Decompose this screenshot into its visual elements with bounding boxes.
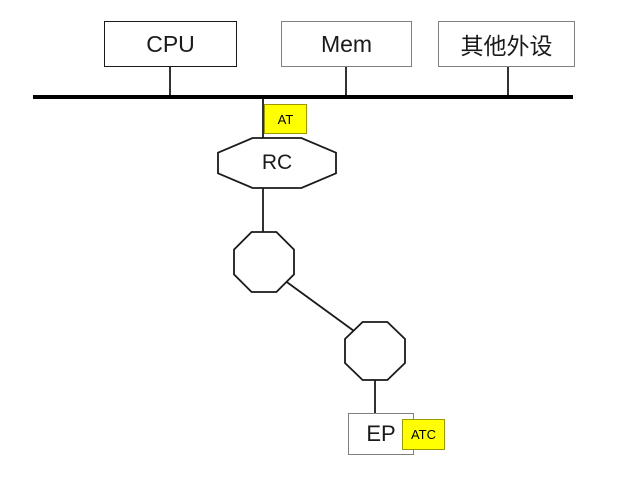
- node-peripherals-label: 其他外设: [460, 33, 553, 59]
- node-mem-label: Mem: [320, 30, 373, 57]
- node-cpu-label: CPU: [146, 30, 195, 57]
- node-mem[interactable]: Mem: [281, 21, 412, 67]
- tag-atc-label: ATC: [410, 427, 437, 442]
- octagon-rc: [217, 137, 337, 189]
- tag-at[interactable]: AT: [264, 104, 307, 134]
- node-peripherals[interactable]: 其他外设: [438, 21, 575, 67]
- node-cpu[interactable]: CPU: [104, 21, 237, 67]
- tag-atc[interactable]: ATC: [402, 419, 445, 450]
- octagon-switch-2: [344, 321, 406, 381]
- octagon-switch-1: [233, 231, 295, 293]
- node-ep-label: EP: [366, 421, 396, 446]
- system-bus-bar: [33, 95, 573, 99]
- tag-at-label: AT: [277, 111, 294, 127]
- wire-switch-1-to-switch-2: [283, 279, 355, 332]
